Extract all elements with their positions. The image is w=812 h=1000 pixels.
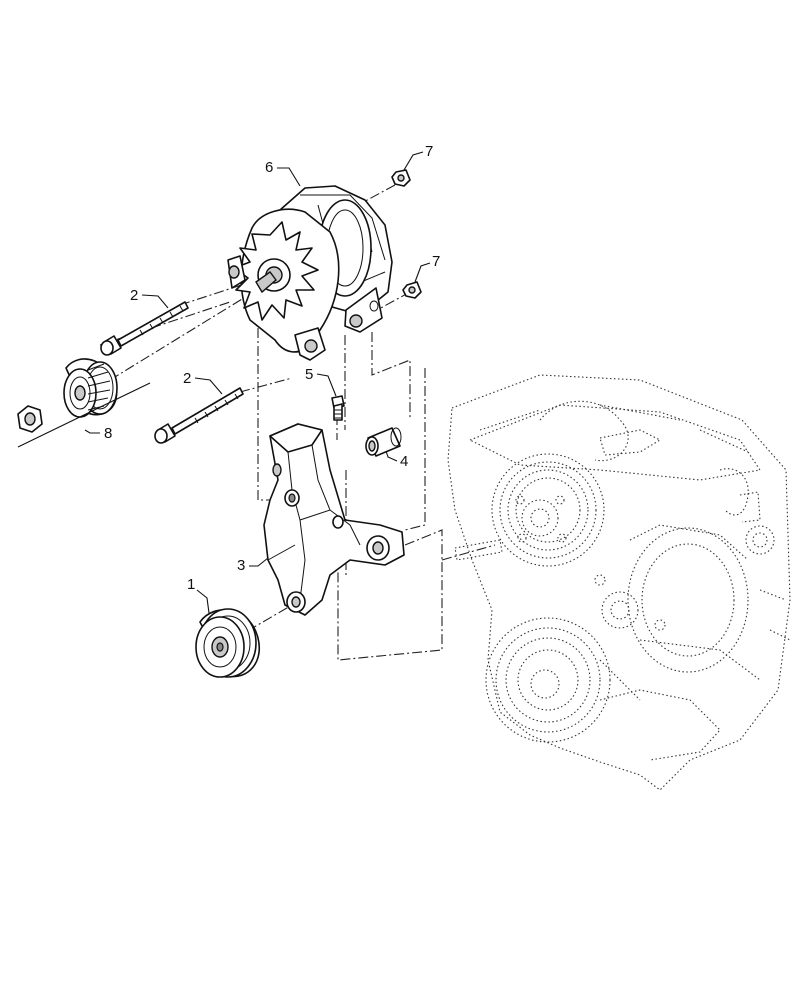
callout-8: 8	[17, 382, 151, 448]
callout-2-upper: 2	[130, 287, 169, 309]
bolt-upper	[100, 301, 189, 356]
mounting-bracket	[263, 423, 405, 616]
callout-6: 6	[265, 159, 301, 187]
callout-label-1: 1	[187, 576, 195, 593]
nut-upper	[391, 169, 411, 187]
callout-label-3: 3	[237, 557, 245, 574]
callout-label-4: 4	[400, 453, 408, 470]
callout-label-7-upper: 7	[425, 143, 433, 160]
alternator-pulley	[63, 358, 118, 418]
pulley-nut	[17, 405, 43, 433]
callout-label-2-upper: 2	[130, 287, 138, 304]
callout-2-lower: 2	[183, 370, 223, 395]
bolt-lower	[154, 387, 244, 444]
nut-lower	[402, 281, 422, 299]
alternator	[227, 185, 393, 361]
callout-label-2-lower: 2	[183, 370, 191, 387]
callout-label-6: 6	[265, 159, 273, 176]
small-bolt	[331, 395, 345, 421]
callout-label-5: 5	[305, 366, 313, 383]
callout-7-lower: 7	[414, 253, 440, 283]
callout-3: 3	[237, 557, 269, 574]
callout-label-8: 8	[104, 425, 112, 442]
spacer-sleeve	[365, 427, 402, 457]
callout-4: 4	[385, 450, 408, 470]
callout-7-upper: 7	[403, 143, 433, 171]
engine-block	[447, 374, 791, 791]
callout-1: 1	[187, 576, 210, 614]
idler-pulley	[195, 608, 261, 678]
callout-label-7-lower: 7	[432, 253, 440, 270]
callout-5: 5	[305, 366, 337, 397]
